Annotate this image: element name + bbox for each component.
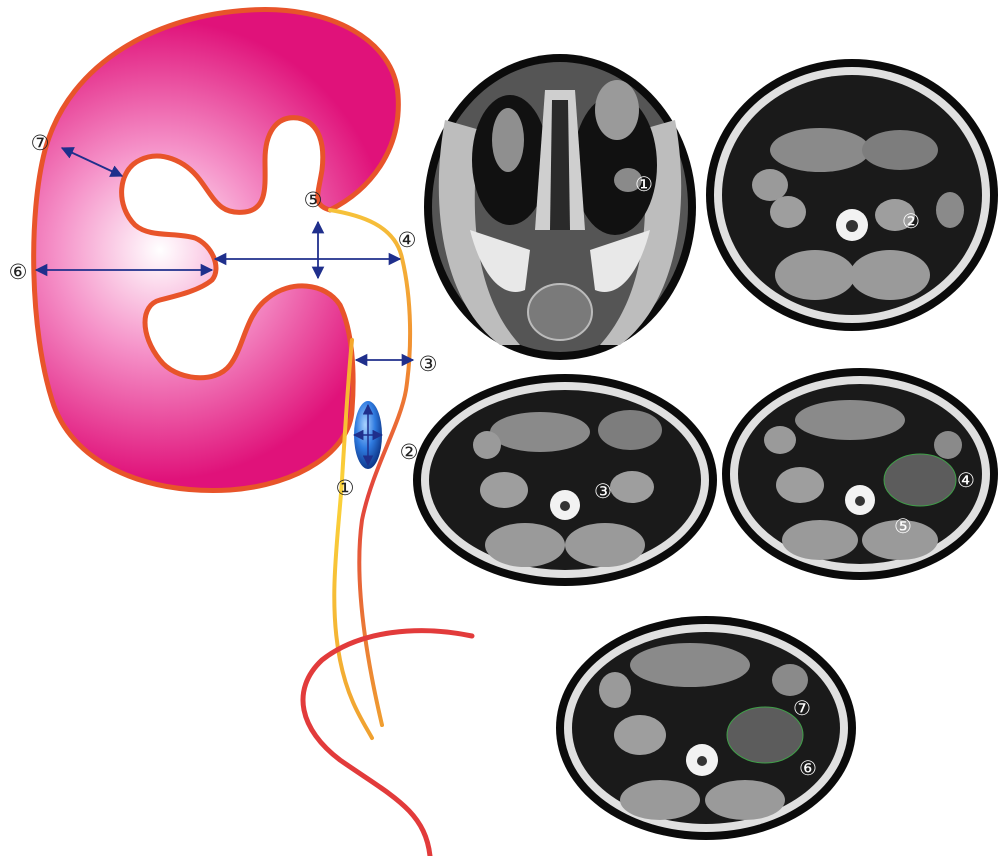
bladder-outline [303,631,472,856]
label-4: ④ [398,228,417,252]
label-6: ⑥ [9,260,28,284]
kidney-diagram: ⑦ ⑥ ⑤ ④ ③ ② ① [9,10,472,856]
ct-label-7: ⑦ [793,696,811,720]
ct-panel-axial-4: ⑦ ⑥ [556,616,856,840]
ct-label-4: ④ [957,468,975,492]
ct-label-5: ⑤ [894,514,912,538]
ct-panel-coronal: ① [424,54,696,360]
kidney-shape [34,10,399,491]
stone [354,401,382,469]
label-7: ⑦ [31,131,50,155]
ct-label-6: ⑥ [799,756,817,780]
ct-panel-axial-1: ② [706,59,998,331]
ct-panel-axial-3: ④ ⑤ [722,368,998,580]
label-5: ⑤ [304,188,323,212]
label-3: ③ [419,352,438,376]
ct-panel-axial-2: ③ [413,374,717,586]
ct-label-2: ② [902,209,920,233]
ct-label-1: ① [635,172,653,196]
ct-label-3: ③ [594,479,612,503]
label-2: ② [400,440,419,464]
label-1: ① [336,476,355,500]
